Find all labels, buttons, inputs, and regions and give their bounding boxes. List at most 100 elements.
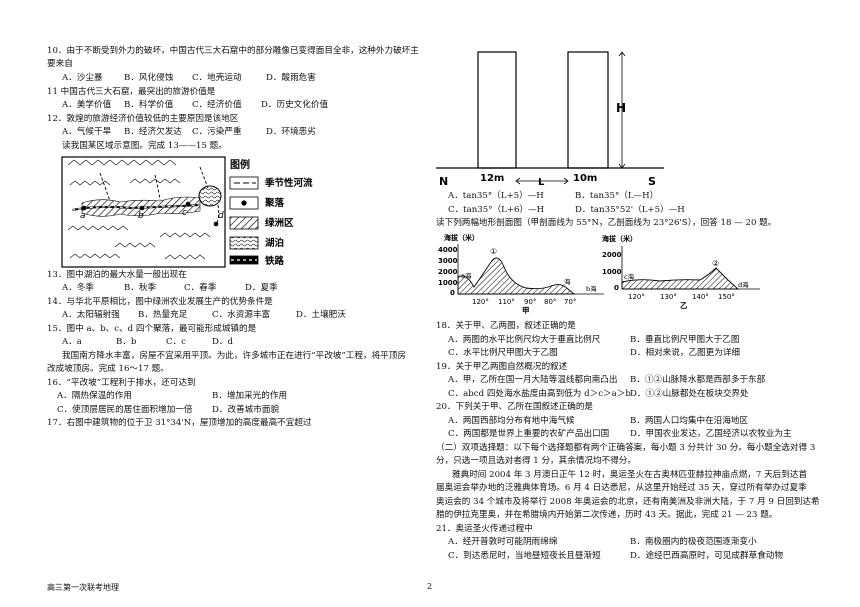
q13-option-d: D．夏季 [245,283,278,293]
svg-text:0: 0 [614,284,619,292]
q14-stem: 14．与华北平原相比，图中绿洲农业发展生产的优势条件是 [47,297,273,307]
profile-jia-figure: 海拔（米） 4000 3000 2000 1000 0 a海 ① 海 b海 12… [438,233,604,314]
distance-label-L: L [538,177,545,188]
yi-label-2: ② [712,259,719,268]
intro-13-15: 读我国某区域示意图。完成 13——15 题。 [62,141,227,151]
region-map-figure: a b c d 图例 季节性河流 聚落 绿洲区 湖泊 铁路 [61,156,313,268]
q15-option-d: D．d [212,337,233,347]
svg-text:70°: 70° [564,298,576,306]
q13-option-b: B．秋季 [124,283,157,293]
q21-option-b: B．南极圈内的极夜范围逐渐变小 [630,537,757,547]
map-label-a: a [80,211,86,221]
north-label: N [439,175,448,188]
q10-option-d: D．酸雨危害 [266,73,316,83]
svg-text:2000: 2000 [438,268,458,276]
q17-stem: 17．右图中建筑物的位于卫 31°34'N，屋顶增加的高度最高不宜超过 [47,418,312,428]
q17-option-c: C．tan35°（L+6）—H [448,205,545,215]
north-building [477,51,517,169]
legend-settlement: 聚落 [264,197,285,209]
svg-text:130°: 130° [660,293,677,301]
svg-text:120°: 120° [472,298,489,306]
q10-option-c: C．地壳运动 [192,73,242,83]
q20-option-d: D．甲国农业发达，乙国经济以农牧业为主 [630,429,792,439]
q20-option-a: A．两国西部均分布有地中海气候 [448,416,575,426]
q18-option-d: D．相对来说，乙图更为详细 [630,348,741,358]
q10-option-a: A．沙尘暴 [62,73,103,83]
q15-option-b: B．b [116,337,137,347]
jia-terrain [457,257,576,295]
svg-text:120°: 120° [628,293,645,301]
q10-stem: 10．由于不断受到外力的破坏，中国古代三大石窟中的部分雕像已变得面目全非，这种外… [47,46,419,56]
jia-label-b-sea: b海 [586,284,597,293]
jia-ylabel: 海拔（米） [444,233,479,242]
q16-stem: 16．“平改坡”工程利于排水，还可达到 [47,378,196,388]
q11-option-a: A．美学价值 [62,100,112,110]
height-label-H: H [616,101,626,115]
q16-option-d: D．改善城市面貌 [212,405,280,415]
map-label-b: b [138,211,144,221]
svg-text:0: 0 [450,289,455,297]
q14-option-d: D．土壤肥沃 [296,310,346,320]
jia-label-1: ① [490,247,497,256]
q18-option-c: C．水平比例尺甲图大于乙图 [448,348,558,358]
q20-option-c: C．两国都是世界上重要的农矿产品出口国 [448,429,610,439]
q12-option-c: C．污染严重 [192,127,242,137]
page-number: 2 [427,582,433,591]
legend-title: 图例 [230,158,250,171]
q11-option-c: C．经济价值 [192,100,242,110]
q12-option-b: B．经济欠发达 [124,127,182,137]
yi-name: 乙 [680,301,688,310]
yi-terrain [621,267,740,290]
legend-river: 季节性河流 [264,177,313,189]
q19-option-d: D．①②山脉都处在板块交界处 [630,389,749,399]
svg-text:80°: 80° [544,298,556,306]
q19-stem: 19．关于甲乙两图自然概况的叙述 [436,362,568,372]
q20-option-b: B．两国人口均集中在沿海地区 [630,416,749,426]
q12-option-a: A．气候干旱 [62,127,112,137]
q13-option-a: A．冬季 [62,283,94,293]
legend-lake: 湖泊 [265,237,284,249]
settlements [81,201,219,227]
q20-stem: 20．下列关于甲、乙所在国叙述正确的是 [436,402,594,412]
q16-option-c: C．使顶层居民的居住面积增加一倍 [57,405,193,415]
q13-option-c: C．春季 [184,283,217,293]
map-label-d: d [218,211,224,221]
q19-option-b: B．①②山脉降水都是西部多于东部 [630,375,766,385]
q21-option-c: C．到达悉尼时，当地昼短夜长且昼渐短 [448,551,601,561]
mountain-ridges [67,159,211,260]
svg-text:2000: 2000 [602,251,622,259]
intro-16-17-b: 改成坡顶房。完成 16～17 题。 [47,364,169,374]
legend-oasis: 绿洲区 [265,217,294,229]
q12-option-d: D．环境恶劣 [266,127,316,137]
q16-option-a: A．隔热保温的作用 [57,391,132,401]
svg-text:150°: 150° [718,293,735,301]
intro-18-20: 读下列两幅地形剖面图（甲剖面线为 55°N，乙剖面线为 23°26'S），回答 … [436,218,777,228]
q11-stem: 11 中国古代三大石窟，最突出的旅游价值是 [47,87,216,97]
svg-text:3000: 3000 [438,257,458,265]
south-label: S [648,175,656,188]
yi-label-c-sea: c海 [624,272,635,281]
svg-text:4000: 4000 [438,246,458,254]
map-label-c: c [182,208,187,218]
q15-option-c: C．c [166,337,186,347]
q21-stem: 21．奥运圣火传递过程中 [436,524,533,534]
q18-option-a: A．两图的水平比例尺均大于垂直比例尺 [448,335,601,345]
jia-label-sea: 海 [564,277,571,286]
legend-railway: 铁路 [265,255,285,267]
yi-label-d-sea: d海 [738,280,749,289]
q11-option-d: D．历史文化价值 [261,100,329,110]
q11-option-b: B．科学价值 [124,100,174,110]
q14-option-b: B．热量充足 [138,310,188,320]
seasonal-rivers [99,166,220,226]
building-shadow-diagram: H N 12m L 10m S [436,51,664,188]
svg-text:110°: 110° [498,298,515,306]
legend-lake-icon [229,236,259,250]
q17-option-b: B．tan35°（L—H） [575,191,659,201]
q13-stem: 13．图中湖泊的最大水量一般出现在 [47,270,187,280]
q17-option-d: D．tan35°52'（L+5）—H [575,205,685,215]
q12-stem: 12．敦煌的旅游经济价值较低的主要原因是该地区 [47,114,239,124]
q19-option-a: A．甲，乙所在国一月大陆等温线都向南凸出 [448,375,618,385]
passage-line-2: 届奥运会举办地的泛雅典体育场。6 月 4 日达悉尼，从这里开始经过 35 天，穿… [436,483,807,493]
width-label-10m: 10m [573,173,597,184]
q10-stem-cont: 要来自 [47,59,73,69]
